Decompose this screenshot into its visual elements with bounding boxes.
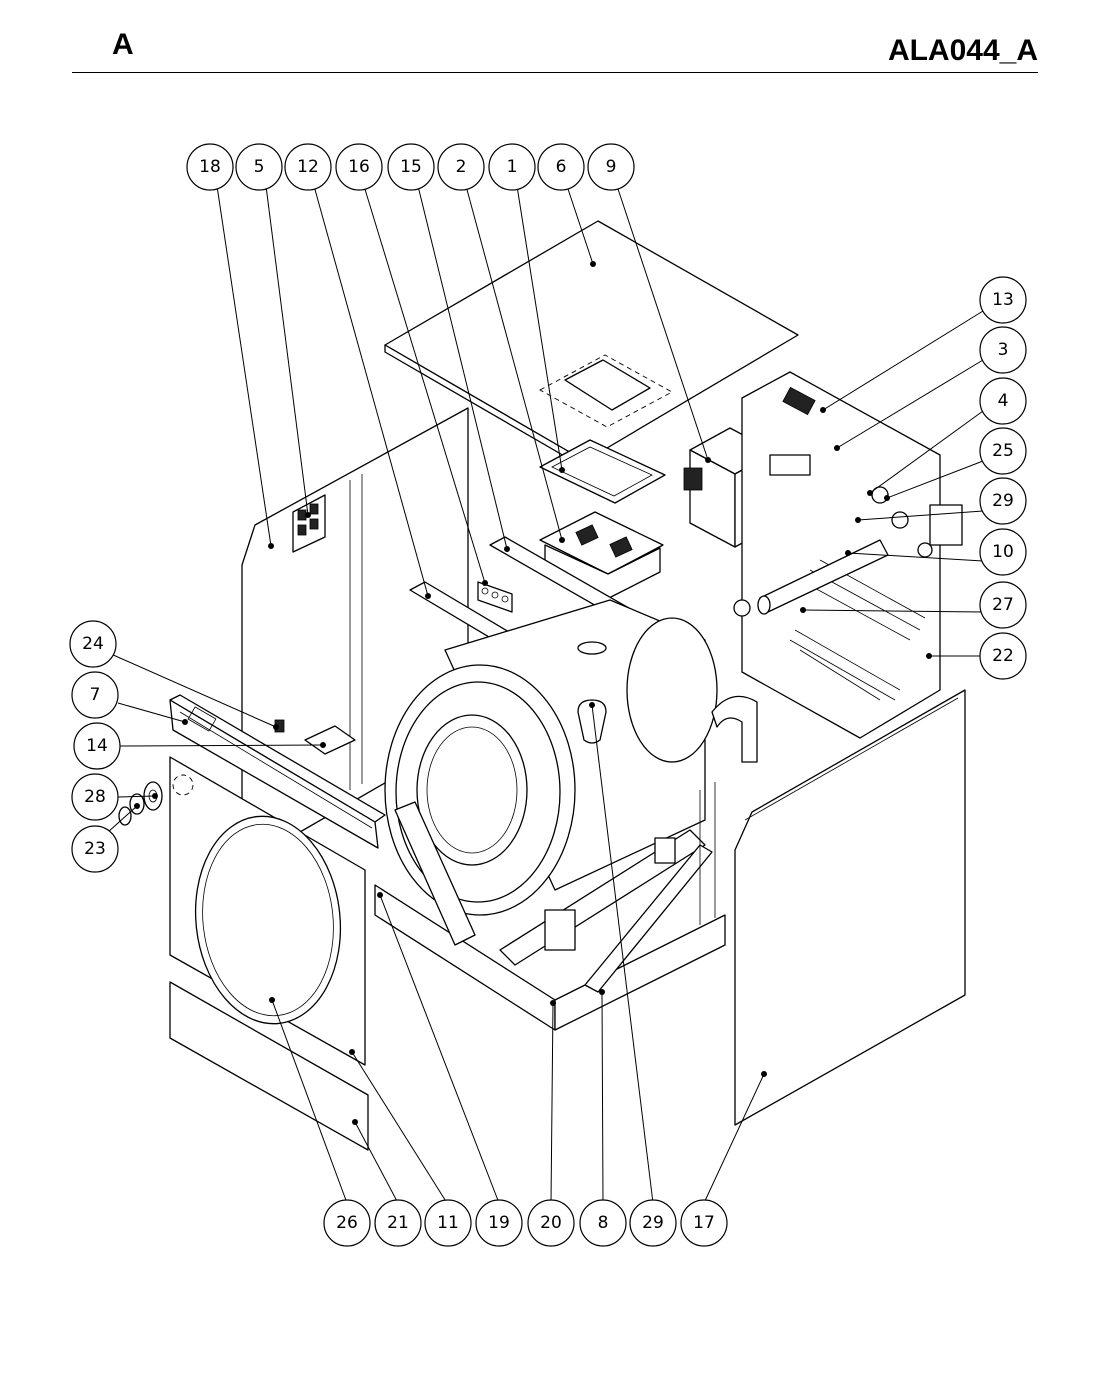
section-letter: A <box>112 28 134 61</box>
svg-text:3: 3 <box>998 340 1009 360</box>
header-rule <box>72 72 1038 73</box>
top-cover <box>384 220 799 469</box>
callout-4: 4 <box>979 377 1027 425</box>
callout-21: 21 <box>374 1199 422 1247</box>
svg-text:8: 8 <box>598 1213 609 1233</box>
knob <box>118 793 145 826</box>
svg-text:2: 2 <box>456 157 467 177</box>
right-side-panel <box>734 689 966 1126</box>
svg-text:1: 1 <box>507 157 518 177</box>
svg-text:15: 15 <box>400 157 422 177</box>
callout-1: 1 <box>488 143 536 191</box>
svg-text:18: 18 <box>199 157 221 177</box>
svg-text:16: 16 <box>348 157 370 177</box>
svg-text:28: 28 <box>84 787 106 807</box>
svg-text:7: 7 <box>90 685 101 705</box>
svg-text:29: 29 <box>642 1213 664 1233</box>
callout-23: 23 <box>71 825 119 873</box>
svg-text:22: 22 <box>992 646 1014 666</box>
svg-text:29: 29 <box>992 491 1014 511</box>
callout-3: 3 <box>979 326 1027 374</box>
callouts-right: 13 3 4 25 29 10 27 22 <box>979 276 1027 680</box>
svg-text:14: 14 <box>86 736 108 756</box>
callout-29-right: 29 <box>979 477 1027 525</box>
callout-22: 22 <box>979 632 1027 680</box>
svg-text:9: 9 <box>606 157 617 177</box>
svg-text:6: 6 <box>556 157 567 177</box>
mounting-plate <box>304 725 356 755</box>
control-board <box>292 494 326 553</box>
svg-text:24: 24 <box>82 634 104 654</box>
callout-10: 10 <box>979 528 1027 576</box>
detergent-lid <box>539 439 666 504</box>
rear-panel <box>733 371 963 739</box>
callout-12: 12 <box>284 143 332 191</box>
callout-13: 13 <box>979 276 1027 324</box>
callout-5: 5 <box>235 143 283 191</box>
svg-text:25: 25 <box>992 441 1014 461</box>
svg-text:27: 27 <box>992 595 1014 615</box>
svg-text:4: 4 <box>998 391 1009 411</box>
callouts-left: 24 7 14 28 23 <box>69 620 121 873</box>
callout-25: 25 <box>979 427 1027 475</box>
callout-28: 28 <box>71 773 119 821</box>
callout-6: 6 <box>537 143 585 191</box>
detergent-box <box>539 511 664 601</box>
callout-27: 27 <box>979 581 1027 629</box>
callout-8: 8 <box>579 1199 627 1247</box>
svg-text:13: 13 <box>992 290 1014 310</box>
front-panel <box>169 756 366 1066</box>
callout-20: 20 <box>527 1199 575 1247</box>
svg-text:21: 21 <box>387 1213 409 1233</box>
callouts-bottom: 26 21 11 19 20 8 29 17 <box>323 1199 728 1247</box>
callout-7: 7 <box>71 671 119 719</box>
svg-text:11: 11 <box>437 1213 459 1233</box>
svg-text:20: 20 <box>540 1213 562 1233</box>
callout-29-bottom: 29 <box>629 1199 677 1247</box>
svg-text:5: 5 <box>254 157 265 177</box>
svg-text:17: 17 <box>693 1213 715 1233</box>
svg-text:26: 26 <box>336 1213 358 1233</box>
callout-26: 26 <box>323 1199 371 1247</box>
svg-text:12: 12 <box>297 157 319 177</box>
callout-2: 2 <box>437 143 485 191</box>
switch-bracket <box>477 581 513 613</box>
machine-drawing <box>118 220 966 1151</box>
svg-text:10: 10 <box>992 542 1014 562</box>
svg-text:19: 19 <box>488 1213 510 1233</box>
svg-text:23: 23 <box>84 839 106 859</box>
leader-lines <box>107 185 984 1204</box>
control-panel <box>169 694 386 849</box>
drawing-code: ALA044_A <box>887 34 1038 67</box>
callout-24: 24 <box>69 620 117 668</box>
callout-19: 19 <box>475 1199 523 1247</box>
callout-9: 9 <box>587 143 635 191</box>
callout-14: 14 <box>73 722 121 770</box>
base-frame <box>374 782 726 1031</box>
kick-plate <box>169 981 369 1151</box>
callout-18: 18 <box>186 143 234 191</box>
callout-16: 16 <box>335 143 383 191</box>
callout-17: 17 <box>680 1199 728 1247</box>
callout-15: 15 <box>387 143 435 191</box>
callout-11: 11 <box>424 1199 472 1247</box>
callouts-top: 18 5 12 16 15 2 1 6 9 <box>186 143 635 191</box>
